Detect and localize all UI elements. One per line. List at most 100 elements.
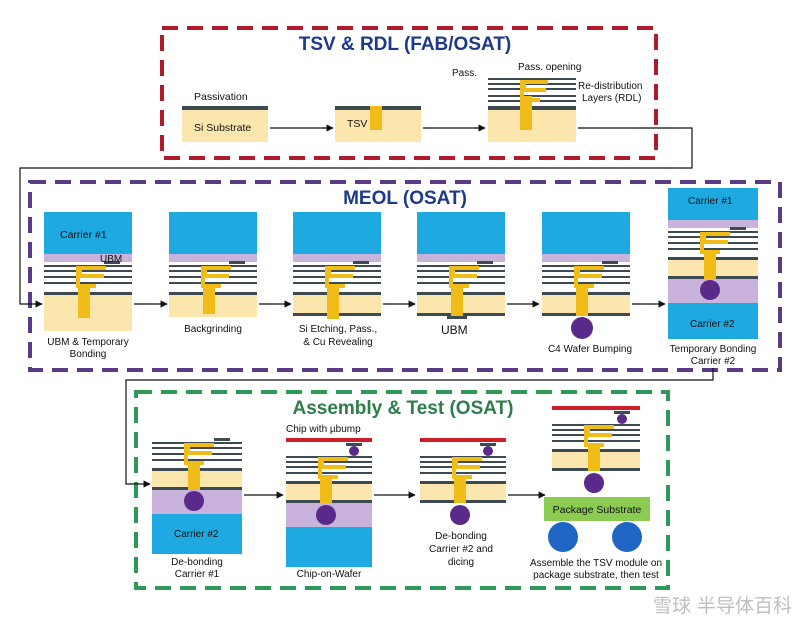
ubump <box>349 446 359 456</box>
debond2-label-1: De-bonding <box>435 531 487 542</box>
ubm-pad <box>602 261 618 264</box>
carrier-label: Carrier #1 <box>60 229 107 241</box>
chip-red-layer <box>286 438 372 442</box>
rdl-layer <box>293 282 381 284</box>
watermark: 雪球 半导体百科 <box>653 595 792 617</box>
step-si-etching: Si Etching, Pass., & Cu Revealing <box>293 212 381 348</box>
temp-bond-label-2: Carrier #2 <box>691 356 736 367</box>
rdl-traces <box>76 266 106 288</box>
adhesive-layer <box>417 254 505 262</box>
carrier-block <box>668 303 758 339</box>
rdl-layer <box>417 270 505 272</box>
carrier-block <box>169 212 257 254</box>
carrier2-label: Carrier #2 <box>174 529 219 540</box>
bga-ball <box>548 522 578 552</box>
rdl-layer <box>169 282 257 284</box>
cow-label: Chip-on-Wafer <box>297 569 362 580</box>
tsv-via <box>520 96 532 130</box>
step-ubm: UBM <box>417 212 505 337</box>
pkg-substrate-label: Package Substrate <box>553 504 642 516</box>
temp-bond-label-1: Temporary Bonding <box>670 344 757 355</box>
rdl-label-1: Re-distribution <box>578 81 642 92</box>
tsv-via <box>588 443 600 471</box>
carrier-block <box>152 514 242 554</box>
rdl-label-2: Layers (RDL) <box>582 93 641 104</box>
c4-bump <box>700 280 720 300</box>
c4-bump <box>184 491 204 511</box>
rdl-layer <box>552 429 640 431</box>
ubump-pad <box>346 443 362 446</box>
tsv-via <box>188 461 200 490</box>
si-etching-label-1: Si Etching, Pass., <box>299 324 377 335</box>
step-c4-bumping: C4 Wafer Bumping <box>542 212 632 355</box>
tsv-via <box>451 284 463 316</box>
carrier-block <box>44 212 132 254</box>
rdl-layer <box>542 270 630 272</box>
ubump <box>483 446 493 456</box>
rdl-layer <box>420 461 506 463</box>
si-etching-label-2: & Cu Revealing <box>303 337 372 348</box>
si-substrate-block <box>182 110 268 142</box>
step-assemble-package: Package Substrate Assemble the TSV modul… <box>530 406 662 581</box>
package-substrate <box>544 497 650 521</box>
tsv-via <box>454 475 466 503</box>
ubm-temporary-label-2: Bonding <box>70 349 107 360</box>
backgrinding-label: Backgrinding <box>184 324 242 335</box>
debond1-label-2: Carrier #1 <box>175 569 220 580</box>
ubm-pad <box>104 261 120 264</box>
rdl-layer <box>552 440 640 442</box>
assembly-frame <box>134 390 670 590</box>
rdl-traces <box>449 266 479 288</box>
connector-arrow <box>125 368 714 488</box>
c4-bump <box>450 505 470 525</box>
rdl-layer <box>417 282 505 284</box>
chip-red-layer <box>552 406 640 410</box>
tsv-label: TSV <box>347 118 367 130</box>
step-ubm-temporary-bonding: Carrier #1 UBM UBM & Temporary Bonding <box>44 212 132 360</box>
c4-bump <box>316 505 336 525</box>
c4-bump <box>571 317 593 339</box>
tsv-rdl-frame <box>160 26 658 160</box>
ubm-temporary-label-1: UBM & Temporary <box>47 337 129 348</box>
ubm-pad <box>477 261 493 264</box>
tsv-via <box>203 284 215 314</box>
ubump <box>617 414 627 424</box>
tsv-via <box>370 106 382 130</box>
chip-red-layer <box>420 438 506 442</box>
step-tsv: TSV <box>335 106 421 142</box>
tsv-via <box>704 250 716 279</box>
tsv-via <box>320 475 332 503</box>
step-backgrinding: Backgrinding <box>169 212 257 335</box>
rdl-traces <box>201 266 231 288</box>
adhesive-layer <box>44 254 132 262</box>
assemble-label-1: Assemble the TSV module on <box>530 558 662 569</box>
step-si-substrate: Passivation Si Substrate <box>182 91 268 142</box>
carrier-block <box>668 188 758 220</box>
rdl-layer <box>420 472 506 474</box>
rdl-traces <box>574 266 604 288</box>
ubm-pad <box>353 261 369 264</box>
rdl-layer <box>152 459 242 461</box>
rdl-layer <box>668 248 758 250</box>
tsv-via <box>78 284 90 318</box>
passivation-label: Passivation <box>194 91 248 103</box>
carrier-block <box>417 212 505 254</box>
pass-opening-label: Pass. opening <box>518 62 581 73</box>
carrier1-label: Carrier #1 <box>688 196 733 207</box>
rdl-layer <box>286 472 372 474</box>
rdl-layer <box>668 236 758 238</box>
step-chip-on-wafer: Chip with µbump Chip-on-Wafer <box>286 424 372 580</box>
ubm-pad <box>214 438 230 441</box>
rdl-layer <box>286 461 372 463</box>
assemble-label-2: package substrate, then test <box>533 570 659 581</box>
carrier-block <box>286 527 372 567</box>
ubm-small-label: UBM <box>100 254 122 265</box>
assembly-title: Assembly & Test (OSAT) <box>292 398 513 419</box>
step-debonding-carrier1: Carrier #2 De-bonding Carrier #1 <box>152 438 242 580</box>
rdl-traces <box>318 457 348 479</box>
rdl-layer <box>44 270 132 272</box>
adhesive-layer <box>293 254 381 262</box>
si-substrate-label: Si Substrate <box>194 122 251 134</box>
rdl-traces <box>325 266 355 288</box>
